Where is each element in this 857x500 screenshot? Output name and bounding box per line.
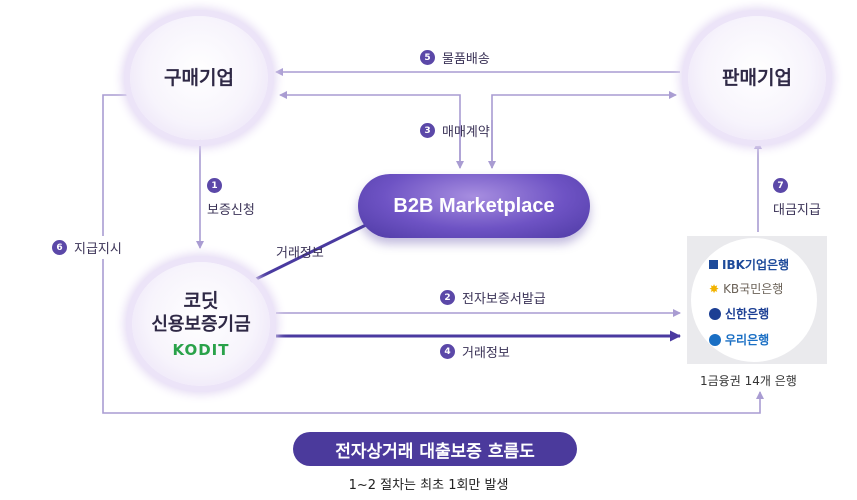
seller-node: 판매기업 — [688, 16, 826, 140]
trade-info-link-label: 거래정보 — [276, 246, 324, 261]
step-badge: 6 — [52, 240, 67, 255]
step-5-delivery: 5 물품배송 — [420, 48, 490, 67]
step-badge: 1 — [207, 178, 222, 193]
bank-circle: IBK기업은행 ✸ KB국민은행 신한은행 우리은행 — [691, 238, 817, 362]
b2b-marketplace-label: B2B Marketplace — [393, 194, 555, 217]
bank-logo-shinhan: 신한은행 — [709, 305, 769, 322]
step-6-payment-order: 6 지급지시 — [52, 236, 122, 259]
bank-name-shinhan: 신한은행 — [725, 307, 770, 321]
step-badge: 3 — [420, 123, 435, 138]
step-label: 전자보증서발급 — [462, 292, 546, 307]
step-badge: 7 — [773, 178, 788, 193]
footer-note: 1~2 절차는 최초 1회만 발생 — [348, 478, 509, 493]
step-2-e-guarantee: 2 전자보증서발급 — [440, 288, 546, 307]
kodit-logo: KODIT — [172, 341, 230, 359]
step-label: 물품배송 — [442, 52, 490, 67]
step-label: 거래정보 — [462, 346, 510, 361]
bank-name-ibk: IBK기업은행 — [722, 258, 790, 272]
arrow-payment-order — [102, 94, 764, 414]
kb-star-icon: ✸ — [709, 281, 720, 296]
ibk-icon — [709, 260, 718, 269]
bank-name-kb: KB국민은행 — [723, 282, 784, 296]
kodit-title-line1: 코딧 — [183, 290, 219, 312]
step-label: 매매계약 — [442, 125, 490, 140]
step-label: 대금지급 — [773, 203, 821, 218]
step-badge: 2 — [440, 290, 455, 305]
step-1-guarantee-apply: 1 보증신청 — [207, 178, 255, 218]
footer-title-banner: 전자상거래 대출보증 흐름도 — [293, 432, 577, 466]
b2b-marketplace-node: B2B Marketplace — [358, 174, 590, 238]
link-trade-info — [249, 220, 373, 284]
step-label: 지급지시 — [74, 242, 122, 257]
arrow-contract-seller — [491, 91, 677, 168]
step-badge: 5 — [420, 50, 435, 65]
bank-logo-kb: ✸ KB국민은행 — [709, 280, 783, 297]
step-4-trade-info: 4 거래정보 — [440, 342, 510, 361]
footer-title: 전자상거래 대출보증 흐름도 — [335, 441, 535, 462]
buyer-node: 구매기업 — [130, 16, 268, 140]
bank-logo-woori: 우리은행 — [709, 331, 769, 348]
bank-name-woori: 우리은행 — [725, 333, 770, 347]
step-badge: 4 — [440, 344, 455, 359]
kodit-title-line2: 신용보증기금 — [151, 314, 251, 335]
kodit-node: 코딧 신용보증기금 KODIT — [132, 262, 270, 386]
step-label: 보증신청 — [207, 203, 255, 218]
bank-caption: 1금융권 14개 은행 — [700, 374, 797, 388]
woori-icon — [709, 333, 721, 346]
shinhan-icon — [709, 307, 721, 320]
bank-logo-ibk: IBK기업은행 — [709, 256, 789, 273]
step-3-contract: 3 매매계약 — [420, 121, 490, 140]
step-7-payment: 7 대금지급 — [773, 178, 821, 218]
bank-panel: IBK기업은행 ✸ KB국민은행 신한은행 우리은행 — [687, 236, 827, 364]
buyer-title: 구매기업 — [164, 67, 234, 89]
seller-title: 판매기업 — [722, 67, 792, 89]
